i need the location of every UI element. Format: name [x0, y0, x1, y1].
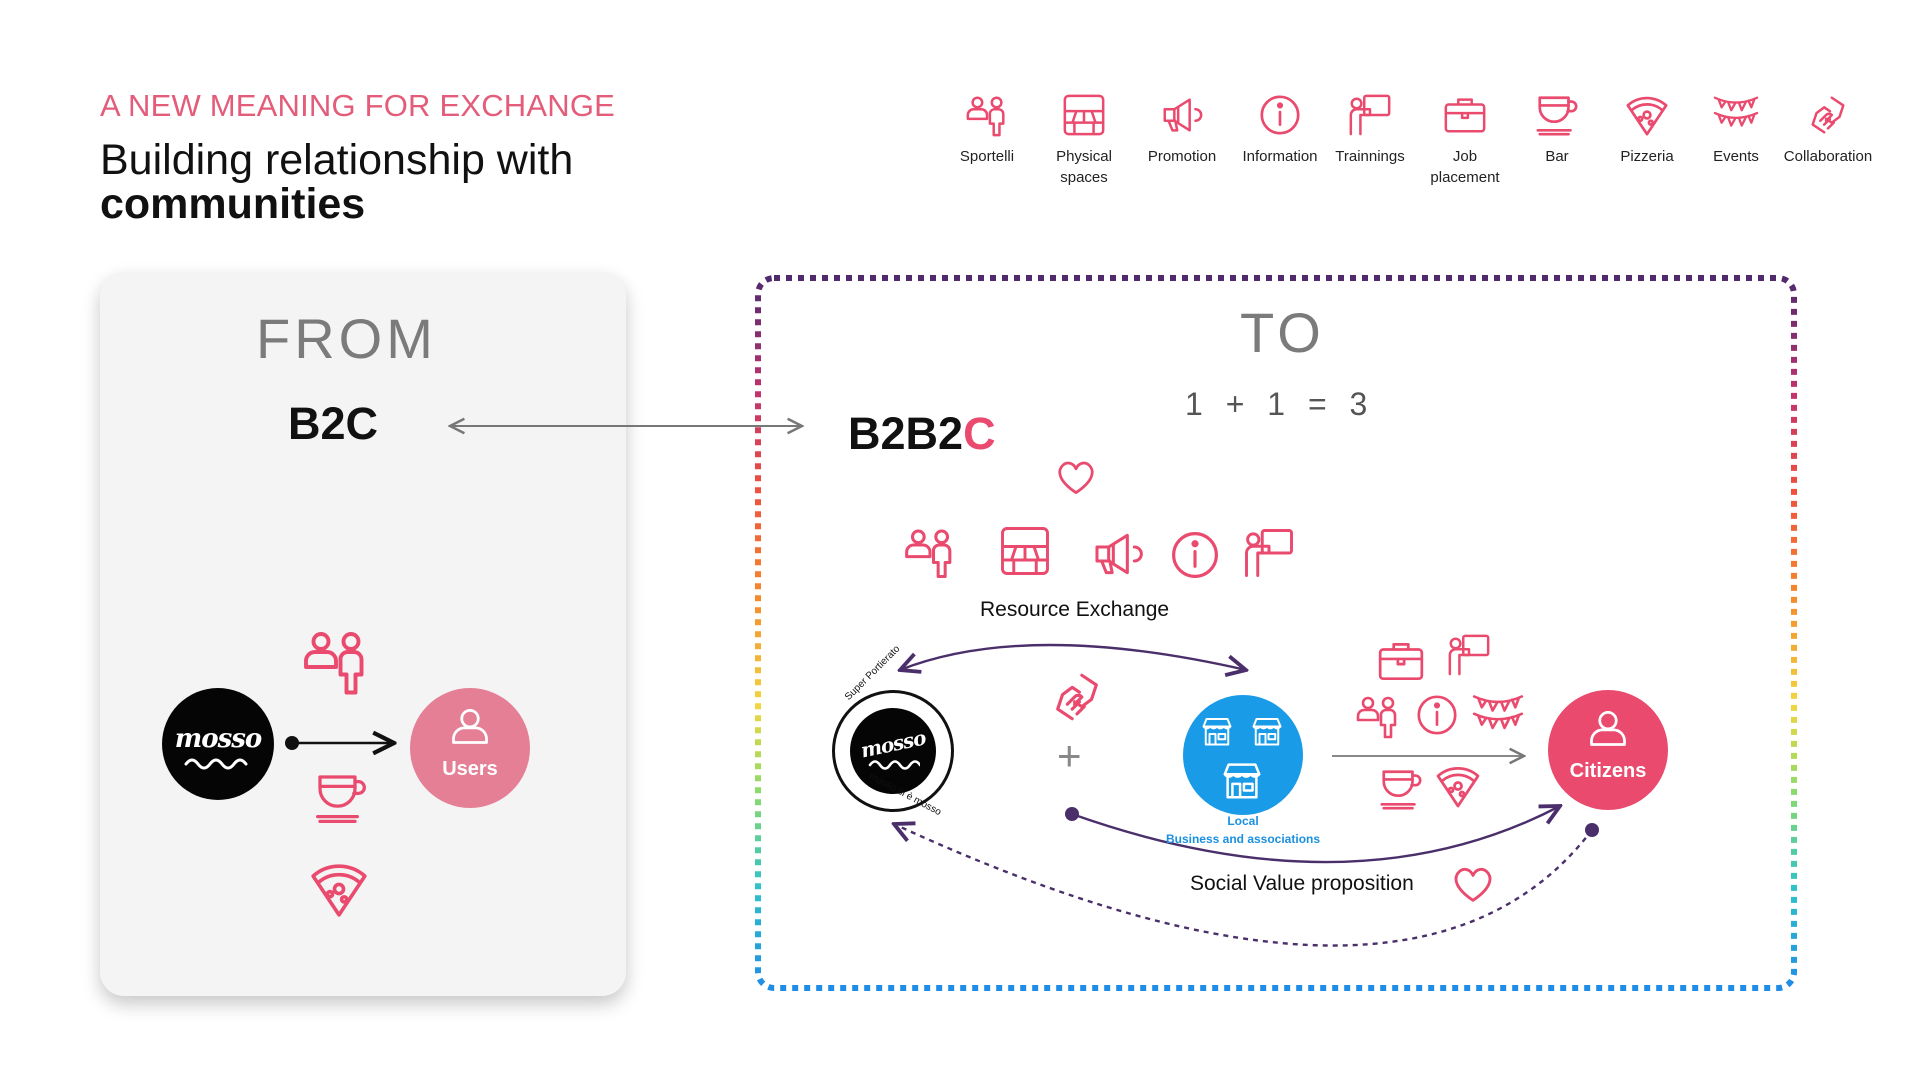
- citizens-label: Citizens: [1569, 760, 1647, 782]
- presenter-icon: [1347, 92, 1393, 138]
- wave-icon: [184, 758, 248, 770]
- people-icon: [300, 625, 372, 697]
- eyebrow-title: A NEW MEANING FOR EXCHANGE: [100, 88, 616, 123]
- legend-item-events: Events: [1681, 92, 1791, 167]
- legend-item-pizzeria: Pizzeria: [1592, 92, 1702, 167]
- shop-icon: [1199, 713, 1235, 749]
- briefcase-icon: [1442, 92, 1488, 138]
- to-model-prefix: B2B2: [848, 408, 964, 459]
- heart-icon: [1450, 862, 1496, 908]
- legend-label: Sportelli: [959, 148, 1015, 165]
- from-heading: FROM: [256, 307, 437, 370]
- legend-item-sportelli: Sportelli: [932, 92, 1042, 167]
- legend-label: Job placement: [1430, 148, 1500, 186]
- equation-text: 1 + 1 = 3: [1185, 386, 1368, 422]
- legend-item-promotion: Promotion: [1127, 92, 1237, 167]
- legend-item-trainnings: Trainnings: [1315, 92, 1425, 167]
- to-heading: TO: [1240, 301, 1325, 364]
- flow-arrow: [285, 728, 410, 758]
- social-value-label: Social Value proposition: [1190, 872, 1414, 895]
- legend-label: Bar: [1545, 148, 1569, 165]
- user-icon: [1586, 706, 1630, 750]
- resource-exchange-label: Resource Exchange: [980, 598, 1170, 621]
- users-node: Users: [410, 688, 530, 808]
- brand-name: mosso: [174, 724, 262, 754]
- plus-sign: +: [1057, 732, 1082, 779]
- local-label-line1: Local: [1227, 814, 1259, 828]
- to-model: B2B2C: [848, 408, 996, 460]
- from-model: B2C: [288, 398, 379, 449]
- bunting-icon: [1713, 92, 1759, 138]
- presenter-icon: [1446, 632, 1492, 678]
- people-icon: [964, 92, 1010, 138]
- cup-icon: [1378, 766, 1424, 812]
- to-panel-frame: [755, 275, 1797, 991]
- local-label-line2: Business and associations: [1165, 832, 1321, 846]
- citizens-node: Citizens: [1548, 690, 1668, 810]
- megaphone-icon: [1159, 92, 1205, 138]
- super-portierato-badge: mosso Super Portierato mosso si è mosso: [832, 644, 954, 818]
- mosso-logo: mosso: [162, 688, 274, 800]
- shop-icon: [1249, 713, 1285, 749]
- handshake-icon: [1805, 92, 1851, 138]
- shop-icon: [1219, 757, 1265, 803]
- page-title-line1: Building relationship with: [100, 136, 574, 184]
- legend-label: Pizzeria: [1620, 148, 1674, 165]
- legend-item-collaboration: Collaboration: [1768, 92, 1888, 167]
- legend-label: Physical spaces: [1056, 148, 1112, 186]
- to-model-accent: C: [963, 408, 996, 459]
- cup-icon: [313, 770, 369, 826]
- local-business-label: Local Business and associations: [1150, 812, 1336, 848]
- info-icon: [1257, 92, 1303, 138]
- legend-label: Trainnings: [1335, 148, 1405, 165]
- pizza-slice-icon: [1434, 762, 1482, 810]
- pizza-slice-icon: [1624, 92, 1670, 138]
- pizza-slice-icon: [308, 858, 370, 920]
- storefront-icon: [1061, 92, 1107, 138]
- people-icon: [1354, 692, 1402, 740]
- exchange-arcs: [754, 643, 1599, 947]
- legend-label: Promotion: [1147, 148, 1217, 165]
- wave-icon: [868, 760, 920, 770]
- mosso-logo: mosso: [850, 708, 936, 794]
- transition-double-arrow: [446, 414, 808, 438]
- page-title-line2: communities: [100, 180, 366, 228]
- legend-label: Events: [1713, 148, 1759, 165]
- legend-item-information: Information: [1225, 92, 1335, 167]
- legend-item-bar: Bar: [1502, 92, 1612, 167]
- legend-item-physical-spaces: Physical spaces: [1029, 92, 1139, 188]
- user-icon: [448, 704, 492, 748]
- bunting-icon: [1472, 690, 1524, 742]
- local-business-node: [1183, 695, 1303, 815]
- legend-label: Collaboration: [1783, 148, 1873, 165]
- handshake-icon: [1048, 668, 1106, 726]
- legend-label: Information: [1242, 148, 1318, 165]
- info-icon: [1414, 692, 1460, 738]
- cup-icon: [1534, 92, 1580, 138]
- briefcase-icon: [1376, 636, 1426, 686]
- users-label: Users: [442, 758, 498, 780]
- legend-item-job-placement: Job placement: [1410, 92, 1520, 188]
